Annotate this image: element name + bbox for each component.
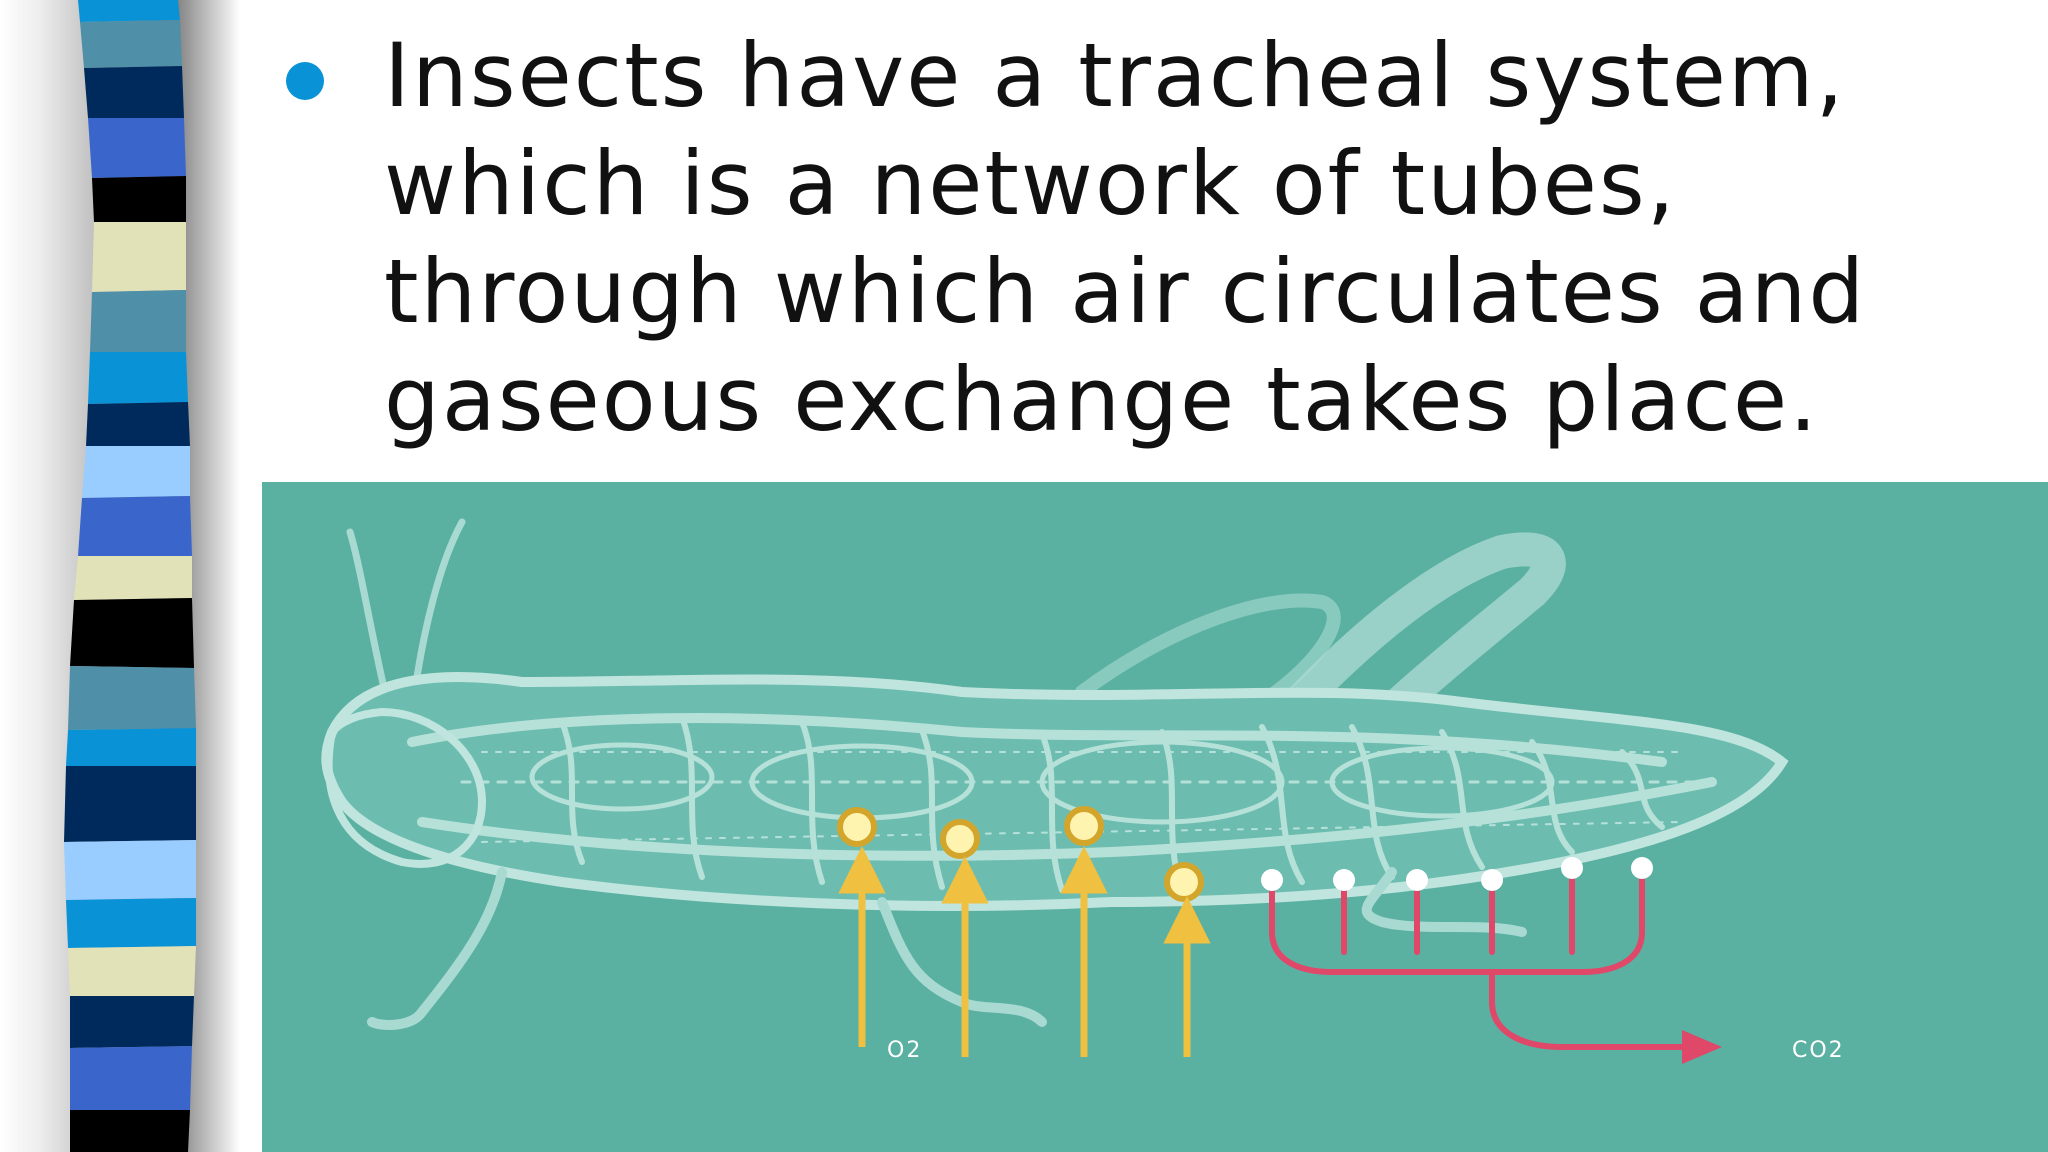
stripe-band [84, 66, 184, 118]
stripe-band [88, 118, 186, 178]
rear-foot [1361, 867, 1527, 937]
spiracles-oxygen [837, 806, 1204, 902]
hind-leg [1255, 532, 1566, 799]
stripe-band [70, 1110, 190, 1152]
stripe-band [88, 352, 188, 404]
insect-head [324, 707, 487, 868]
front-leg [367, 867, 507, 1030]
stripe-band [70, 598, 194, 668]
co2-arrow-head [1682, 1030, 1722, 1064]
bullet-text: Insects have a tracheal system, which is… [384, 24, 1867, 451]
bullet-point-icon [286, 62, 324, 100]
hind-leg-femur [1075, 593, 1341, 709]
stripe-band [86, 402, 190, 446]
stripe-band [66, 728, 196, 766]
stripe-band [74, 556, 192, 600]
stripe-band [66, 898, 196, 948]
stripe-band [70, 996, 194, 1048]
stripe-band [64, 766, 196, 842]
stripe-band [68, 666, 196, 730]
oxygen-label: O2 [887, 1038, 922, 1063]
co2-tube-ends [1261, 857, 1653, 891]
stripe-band [64, 840, 196, 900]
stripe-band [68, 946, 196, 996]
tracheal-network [407, 713, 1717, 895]
stripe-band [82, 446, 190, 498]
tracheal-system-figure: O2 CO2 [262, 482, 2048, 1152]
stripe-band [70, 1046, 192, 1110]
stripe-band [92, 176, 186, 222]
spiracle-icon [837, 807, 877, 847]
stripe-band [90, 290, 186, 352]
spiracle-icon [940, 819, 980, 859]
carbon-dioxide-label: CO2 [1792, 1038, 1845, 1063]
oxygen-arrows [838, 846, 1211, 1057]
spiracle-icon [1164, 862, 1204, 902]
stripe-band [80, 20, 182, 68]
stripe-band [92, 222, 186, 292]
stripe-band [78, 0, 180, 22]
decorative-stripe-column [64, 0, 196, 1152]
spiracle-icon [1064, 806, 1104, 846]
stripe-band [78, 496, 192, 556]
grasshopper-tracheal-diagram: O2 CO2 [321, 518, 1845, 1064]
carbon-dioxide-tubes [1269, 869, 1695, 1050]
